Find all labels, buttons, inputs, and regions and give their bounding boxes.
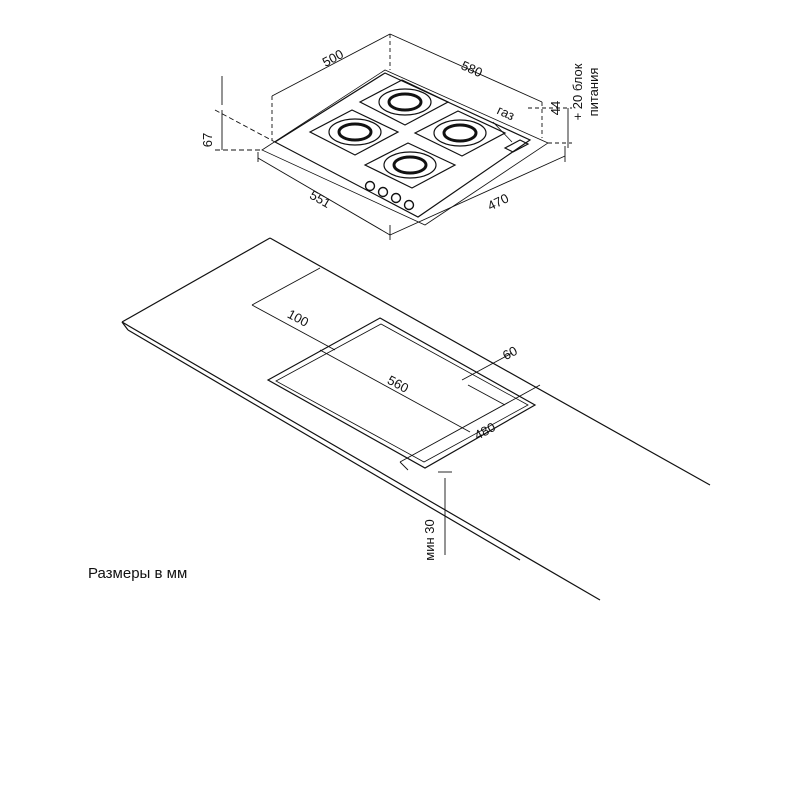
control-knobs xyxy=(364,180,415,211)
burner-back xyxy=(358,79,450,126)
min-thickness-label: мин 30 xyxy=(422,519,437,560)
cutout-outline xyxy=(266,317,537,469)
countertop xyxy=(121,237,711,601)
burner-left xyxy=(308,109,400,156)
burner-right xyxy=(413,110,507,157)
cutout-dimension-labels: 100 560 60 480 мин 30 xyxy=(285,306,520,560)
hob-dimension-labels: 500 580 67 44 + 20 блок питания газ 551 … xyxy=(200,46,601,213)
hob-depth-bottom-label: 551 xyxy=(307,187,333,211)
gas-height-label: 44 xyxy=(548,101,563,115)
hob-depth-top-label: 500 xyxy=(320,46,346,69)
hob-height-label: 67 xyxy=(200,133,215,147)
gas-label: газ xyxy=(495,102,517,123)
cutout-offset-side-label: 60 xyxy=(500,343,520,363)
gas-connector xyxy=(492,121,530,153)
power-note-line2: питания xyxy=(586,68,601,117)
hob-dimension-lines xyxy=(214,33,572,240)
hob-width-top-label: 580 xyxy=(459,58,485,81)
cutout-width-label: 560 xyxy=(385,372,411,395)
burner-front xyxy=(363,142,457,189)
power-note-line1: + 20 блок xyxy=(570,63,585,120)
hob-width-bottom-label: 470 xyxy=(485,190,511,213)
units-caption: Размеры в мм xyxy=(88,565,188,582)
cutout-offset-back-label: 100 xyxy=(285,306,311,329)
cutout-dimension-lines xyxy=(251,267,541,555)
